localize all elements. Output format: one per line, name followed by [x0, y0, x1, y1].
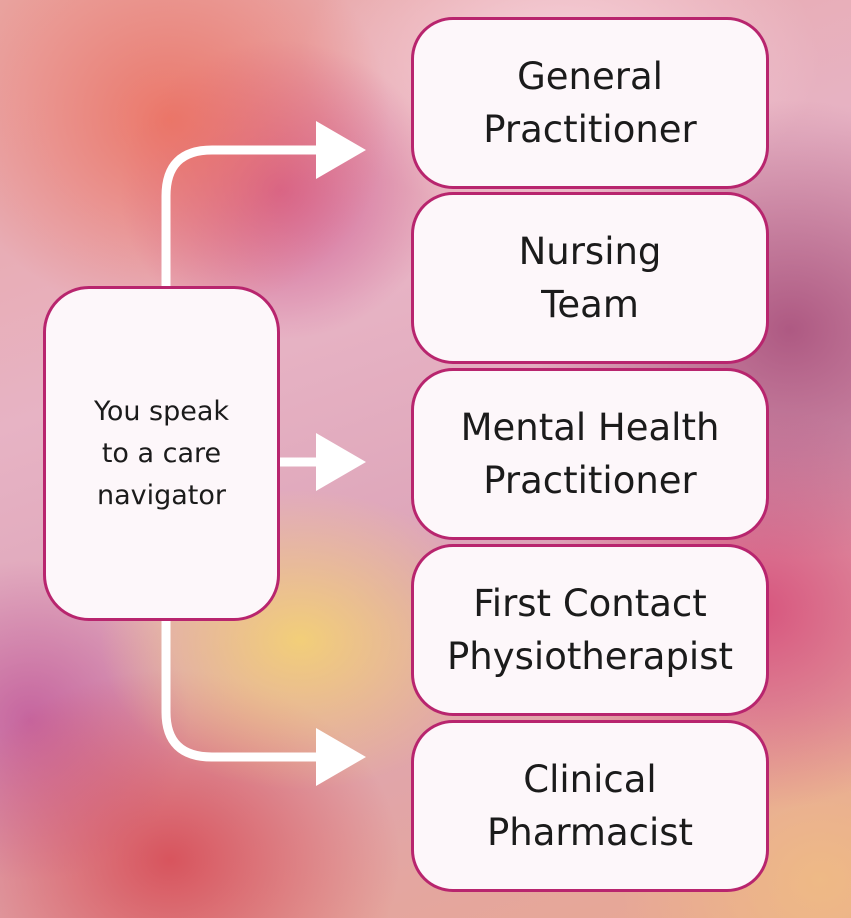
care-navigator-box: You speak to a care navigator	[43, 286, 280, 621]
mental-health-practitioner-label: Mental Health Practitioner	[460, 406, 720, 502]
nursing-team-label: Nursing Team	[518, 230, 662, 326]
mental-health-practitioner-box: Mental Health Practitioner	[411, 368, 769, 540]
general-practitioner-label: General Practitioner	[483, 55, 697, 151]
general-practitioner-box: General Practitioner	[411, 17, 769, 189]
first-contact-physiotherapist-label: First Contact Physiotherapist	[446, 582, 733, 678]
clinical-pharmacist-label: Clinical Pharmacist	[486, 758, 694, 854]
connector-to-general-practitioner	[161, 145, 322, 286]
arrow-head-bottom	[316, 728, 366, 786]
arrow-head-middle	[316, 433, 366, 491]
first-contact-physiotherapist-box: First Contact Physiotherapist	[411, 544, 769, 716]
connector-to-clinical-pharmacist	[161, 621, 322, 762]
care-navigator-label: You speak to a care navigator	[93, 395, 230, 511]
nursing-team-box: Nursing Team	[411, 192, 769, 364]
clinical-pharmacist-box: Clinical Pharmacist	[411, 720, 769, 892]
arrow-head-top	[316, 121, 366, 179]
